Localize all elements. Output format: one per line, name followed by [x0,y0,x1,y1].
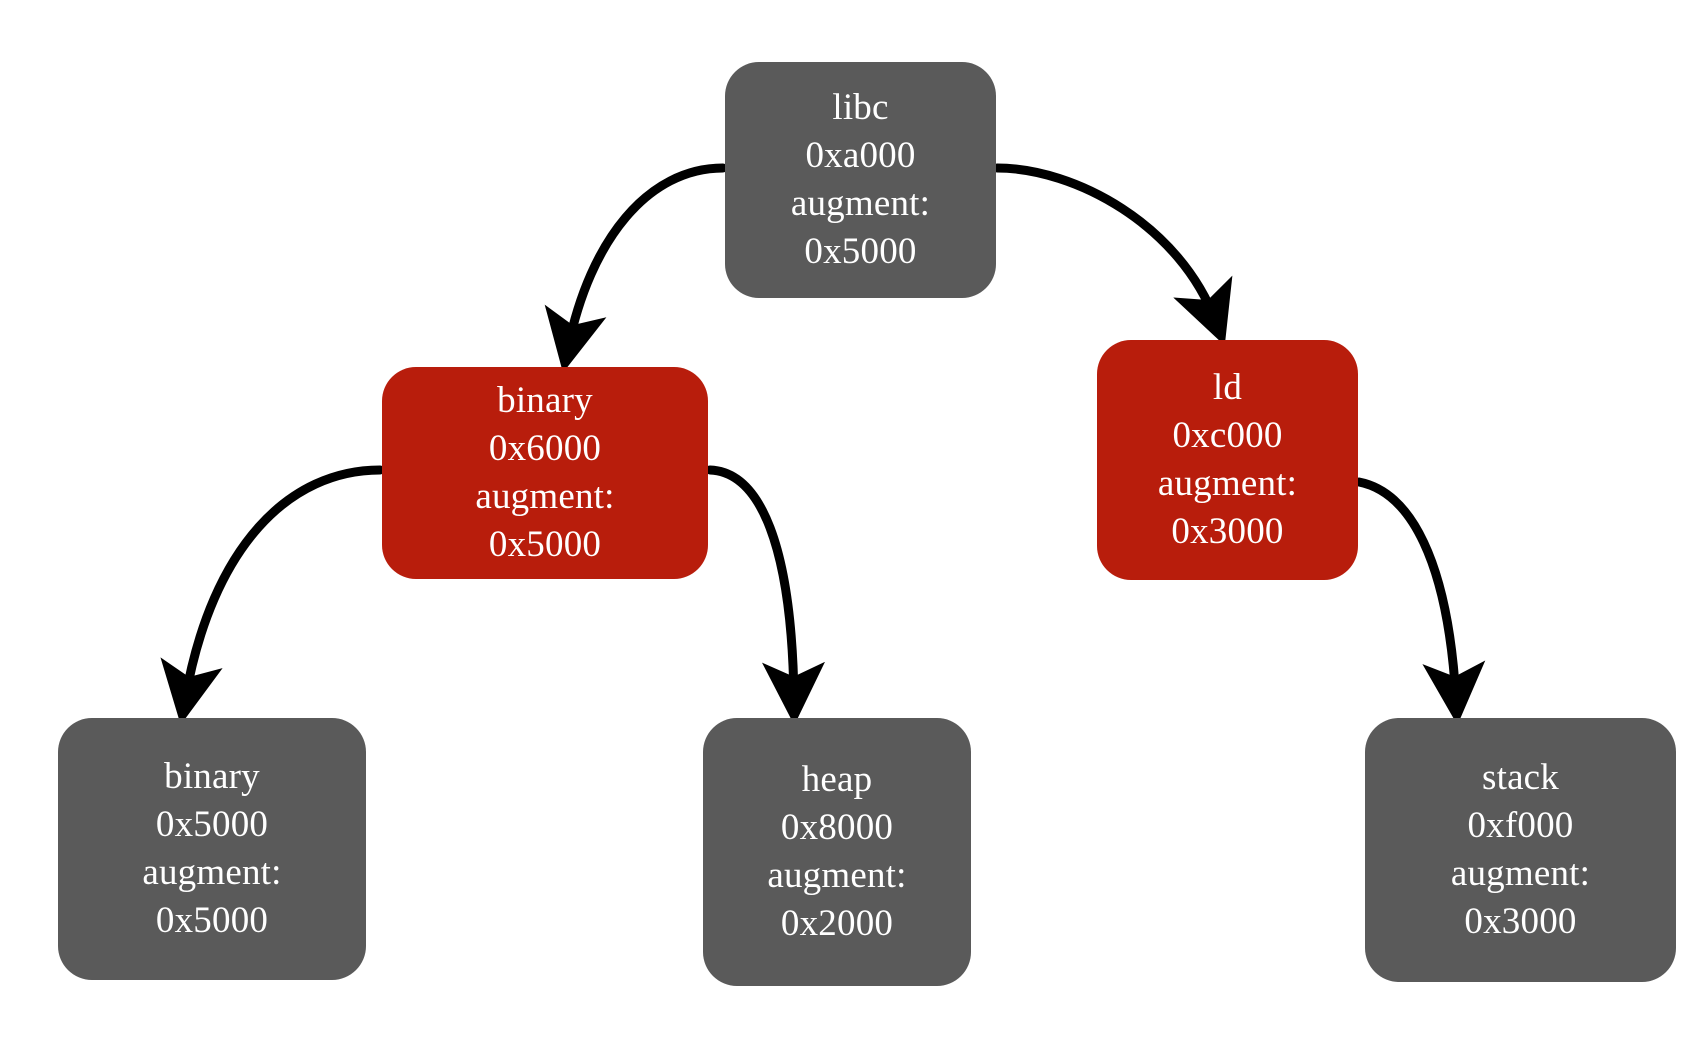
node-stack-name: stack [1481,756,1560,798]
node-stack-augment-value: 0x3000 [1464,901,1577,943]
node-binary-0x5000-name: binary [164,755,260,797]
node-heap-name: heap [801,758,873,800]
node-binary-0x6000-address: 0x6000 [488,427,602,469]
node-binary-0x6000-augment-label: augment: [475,476,615,517]
node-binary-0x5000-address: 0x5000 [155,803,269,845]
edge-libc-to-binary [544,163,728,373]
node-heap-address: 0x8000 [780,806,894,848]
node-stack-augment-label: augment: [1450,853,1591,894]
node-libc[interactable]: libc 0xa000 augment: 0x5000 [725,62,996,298]
node-binary-0x5000-augment-value: 0x5000 [155,900,269,942]
edge-binary-to-binary5000 [160,465,385,725]
node-heap-augment-label: augment: [767,855,907,896]
edge-ld-to-stack [1354,477,1486,726]
node-ld-name: ld [1212,366,1243,408]
node-binary-0x6000[interactable]: binary 0x6000 augment: 0x5000 [382,367,708,579]
node-stack-address: 0xf000 [1467,804,1574,846]
node-binary-0x6000-augment-value: 0x5000 [488,524,602,566]
node-binary-0x5000-augment-label: augment: [142,852,282,893]
node-libc-name: libc [832,86,889,128]
node-binary-0x5000[interactable]: binary 0x5000 augment: 0x5000 [58,718,366,980]
node-libc-augment-value: 0x5000 [804,231,917,273]
node-ld[interactable]: ld 0xc000 augment: 0x3000 [1097,340,1358,580]
node-libc-address: 0xa000 [805,134,916,176]
node-libc-augment-label: augment: [790,183,931,224]
node-ld-augment-label: augment: [1157,463,1298,504]
edge-binary-to-heap [705,465,826,726]
node-binary-0x6000-name: binary [497,379,593,421]
node-heap[interactable]: heap 0x8000 augment: 0x2000 [703,718,971,986]
node-ld-address: 0xc000 [1172,414,1283,456]
node-heap-augment-value: 0x2000 [780,903,894,945]
node-stack[interactable]: stack 0xf000 augment: 0x3000 [1365,718,1676,982]
node-ld-augment-value: 0x3000 [1171,511,1284,553]
edge-libc-to-ld [992,163,1233,346]
